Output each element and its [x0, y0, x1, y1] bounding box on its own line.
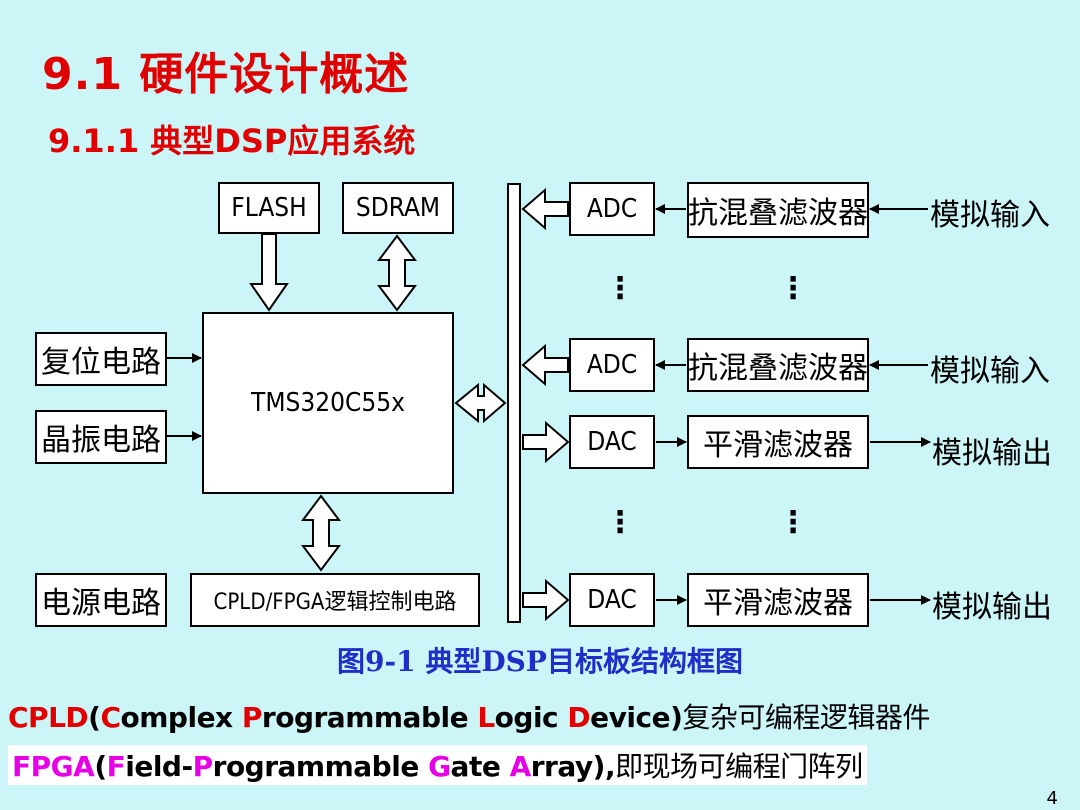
- cpu-cpld-arrow: [301, 494, 341, 572]
- analog-output-label-1: 模拟输出: [932, 436, 1052, 471]
- fpga-abbr: FPGA: [12, 750, 95, 783]
- sdram-box: SDRAM: [342, 182, 454, 234]
- section-subtitle: 9.1.1 典型DSP应用系统: [48, 122, 416, 160]
- adc-box-2: ADC: [569, 338, 655, 392]
- cpld-chinese: 复杂可编程逻辑器件: [682, 701, 930, 734]
- sdram-cpu-arrow: [377, 234, 417, 312]
- analog-output-label-2: 模拟输出: [932, 590, 1052, 625]
- dac-box-2: DAC: [569, 573, 655, 627]
- page-number: 4: [1046, 788, 1058, 809]
- smoothing-filter-box-2: 平滑滤波器: [687, 573, 869, 627]
- system-bus: [507, 183, 521, 623]
- smoothing-filter-box-1: 平滑滤波器: [687, 415, 869, 469]
- fpga-definition: FPGA(Field-Programmable Gate Array),即现场可…: [8, 745, 867, 785]
- figure-caption: 图9-1 典型DSP目标板结构框图: [337, 645, 743, 678]
- reset-circuit-box: 复位电路: [35, 332, 167, 386]
- cpld-logic-box: CPLD/FPGA逻辑控制电路: [190, 573, 480, 627]
- anti-alias-filter-box-1: 抗混叠滤波器: [687, 182, 869, 238]
- bus-to-dac1-arrow: [522, 420, 570, 464]
- cpld-abbr: CPLD: [8, 701, 89, 734]
- adc2-to-bus-arrow: [521, 343, 569, 387]
- dac-box-1: DAC: [569, 415, 655, 469]
- crystal-circuit-box: 晶振电路: [35, 410, 167, 464]
- analog-input-label-2: 模拟输入: [930, 354, 1050, 389]
- adc1-to-bus-arrow: [521, 187, 569, 231]
- cpld-definition: CPLD(Complex Programmable Logic Device)复…: [8, 701, 930, 734]
- analog-input-label-1: 模拟输入: [930, 198, 1050, 233]
- page-title: 9.1 硬件设计概述: [42, 49, 410, 100]
- cpu-bus-arrow: [454, 382, 507, 424]
- flash-to-cpu-arrow: [249, 233, 289, 312]
- cpu-box: TMS320C55x: [202, 312, 454, 494]
- bus-to-dac2-arrow: [522, 578, 570, 622]
- fpga-chinese: 即现场可编程门阵列: [615, 750, 863, 783]
- anti-alias-filter-box-2: 抗混叠滤波器: [687, 338, 869, 392]
- adc-box-1: ADC: [569, 182, 655, 236]
- flash-box: FLASH: [218, 182, 320, 234]
- power-circuit-box: 电源电路: [35, 573, 167, 627]
